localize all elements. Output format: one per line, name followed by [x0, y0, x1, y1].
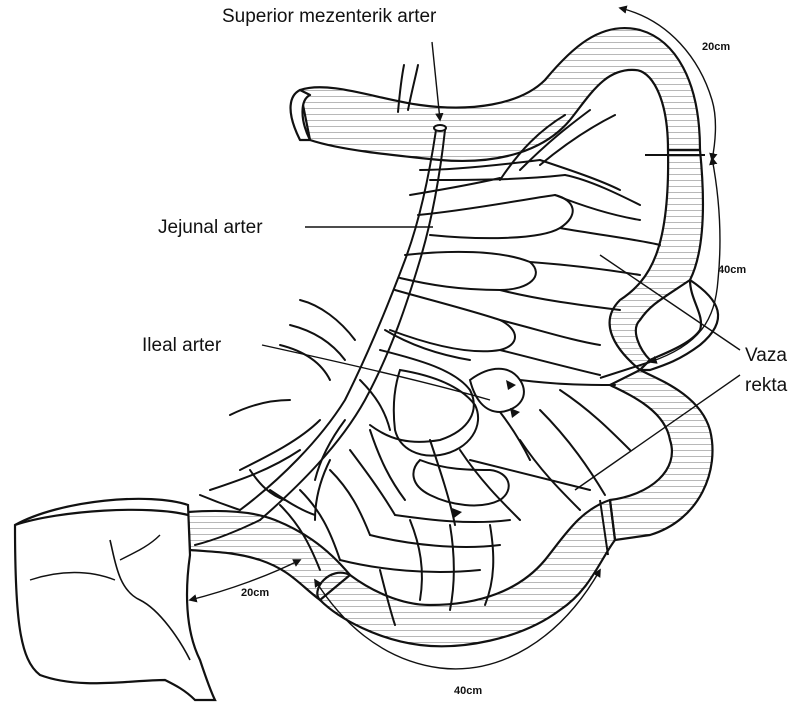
ileal-artery-label: Ileal arter: [142, 335, 222, 356]
network-arrowheads: [452, 380, 520, 518]
vasa-recta-label-line1: Vaza: [745, 345, 787, 366]
measurement-bottom-left: 20cm: [241, 587, 269, 599]
measurement-right-mid: 40cm: [718, 264, 746, 276]
measurement-bottom: 40cm: [454, 685, 482, 697]
measurement-top-right: 20cm: [702, 41, 730, 53]
cecum: [15, 499, 215, 700]
jejunal-artery-label: Jejunal arter: [158, 217, 263, 238]
superior-mesenteric-artery-label: Superior mezenterik arter: [222, 6, 437, 27]
vasa-recta-label-line2: rekta: [745, 375, 788, 396]
